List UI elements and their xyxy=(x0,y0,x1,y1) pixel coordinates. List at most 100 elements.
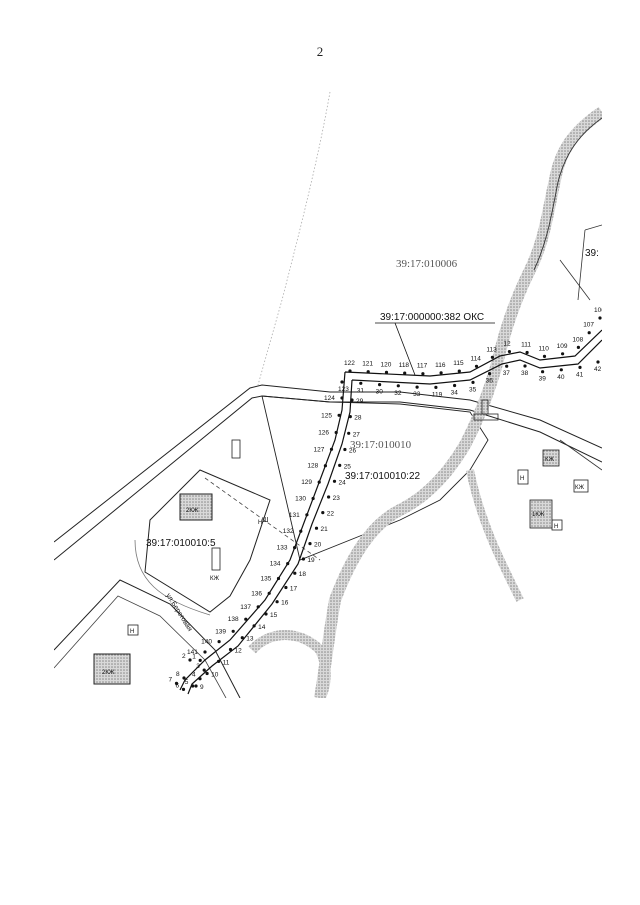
point-number: 10 xyxy=(211,672,219,679)
point-marker xyxy=(421,372,425,376)
point-marker xyxy=(366,370,370,374)
point-marker xyxy=(505,364,509,368)
point-number: 5 xyxy=(185,679,189,686)
point-number: 12 xyxy=(503,341,511,348)
point-number: 33 xyxy=(413,391,421,398)
point-number: 41 xyxy=(576,371,584,378)
point-marker xyxy=(332,479,337,483)
point-number: 111 xyxy=(521,342,531,349)
point-marker xyxy=(194,684,198,688)
point-marker xyxy=(338,463,342,467)
point-number: 40 xyxy=(557,374,565,381)
point-marker xyxy=(323,464,327,468)
point-marker xyxy=(343,447,347,452)
point-number: 124 xyxy=(324,395,335,402)
point-marker xyxy=(299,529,303,533)
point-marker xyxy=(301,557,305,561)
point-marker xyxy=(541,370,545,374)
point-marker xyxy=(188,658,192,662)
point-number: 114 xyxy=(471,355,482,362)
point-number: 18 xyxy=(299,571,307,578)
point-marker xyxy=(471,380,475,384)
point-marker xyxy=(217,640,221,644)
point-number: 106 xyxy=(594,307,605,314)
point-marker xyxy=(275,600,279,604)
road-south-edge xyxy=(54,395,602,561)
point-marker xyxy=(439,371,443,375)
point-number: 19 xyxy=(307,557,315,564)
building-b2 xyxy=(93,653,131,685)
point-number: 8 xyxy=(176,671,180,678)
building-b5-label: Н xyxy=(520,476,524,482)
point-number: 141 xyxy=(187,649,198,656)
point-number: 123 xyxy=(338,386,349,393)
point-marker xyxy=(488,372,492,376)
point-number: 39 xyxy=(539,376,547,383)
point-marker xyxy=(434,385,438,389)
point-number: 2 xyxy=(182,653,186,660)
building-b8-label: Н xyxy=(258,520,262,526)
point-marker xyxy=(474,364,479,368)
point-number: 129 xyxy=(301,479,312,486)
point-number: 113 xyxy=(486,346,497,353)
point-marker xyxy=(490,355,494,359)
point-marker xyxy=(293,546,297,550)
point-number: 125 xyxy=(321,412,332,419)
point-marker xyxy=(198,677,202,681)
parcel-center-label: 39:17:010010:22 xyxy=(345,471,421,482)
point-number: 15 xyxy=(270,612,278,619)
point-marker xyxy=(596,360,600,364)
building-b2-label: 2КЖ xyxy=(102,670,115,676)
parcel-west-boundary xyxy=(144,469,271,613)
point-number: 108 xyxy=(572,336,583,343)
buildings: 2КЖ 2КЖ Н КЖ Н КЖ Н Н 1КЖ КЖ xyxy=(93,439,589,685)
point-marker xyxy=(181,687,186,692)
point-number: 26 xyxy=(349,448,357,455)
point-marker xyxy=(415,385,419,389)
point-number: 27 xyxy=(353,431,361,438)
point-number: 118 xyxy=(399,362,410,369)
point-number: 9 xyxy=(200,684,204,691)
point-marker xyxy=(228,647,233,652)
building-b6 xyxy=(573,479,589,493)
stream-bank xyxy=(314,107,602,698)
point-number: 119 xyxy=(432,391,443,398)
point-marker xyxy=(202,668,206,672)
point-marker xyxy=(174,681,179,686)
oks-label: 39:17:000000:382 ОКС xyxy=(380,312,484,323)
point-marker xyxy=(542,354,547,358)
point-number: 109 xyxy=(557,343,568,350)
point-number: 126 xyxy=(318,430,329,437)
street-name-label: ул.Береговая xyxy=(164,592,193,633)
building-b1 xyxy=(179,493,213,521)
point-number: 116 xyxy=(435,362,446,369)
point-number: 127 xyxy=(314,446,325,453)
point-marker xyxy=(348,415,352,419)
point-marker xyxy=(293,571,297,575)
point-number: 115 xyxy=(453,360,464,367)
point-number: 17 xyxy=(290,586,298,593)
point-marker xyxy=(327,495,331,499)
point-marker xyxy=(321,510,325,515)
point-number: 134 xyxy=(270,561,281,568)
point-marker xyxy=(396,384,400,388)
point-marker xyxy=(561,352,565,356)
pipeline-route-inner xyxy=(187,339,602,695)
point-number: 117 xyxy=(417,363,428,370)
point-marker xyxy=(308,542,312,546)
edge-parcel-label: 39: xyxy=(585,248,599,259)
point-number: 21 xyxy=(321,526,329,533)
block-center-label: 39:17:010010 xyxy=(350,439,412,451)
point-marker xyxy=(598,316,602,320)
point-number: 30 xyxy=(376,389,384,396)
point-number: 12 xyxy=(235,648,243,655)
point-marker xyxy=(305,513,309,517)
building-b9 xyxy=(529,499,553,529)
point-number: 110 xyxy=(539,345,550,352)
point-number: 1 xyxy=(192,653,196,660)
point-marker xyxy=(276,576,281,581)
point-number: 136 xyxy=(251,590,262,597)
point-marker xyxy=(182,676,186,680)
